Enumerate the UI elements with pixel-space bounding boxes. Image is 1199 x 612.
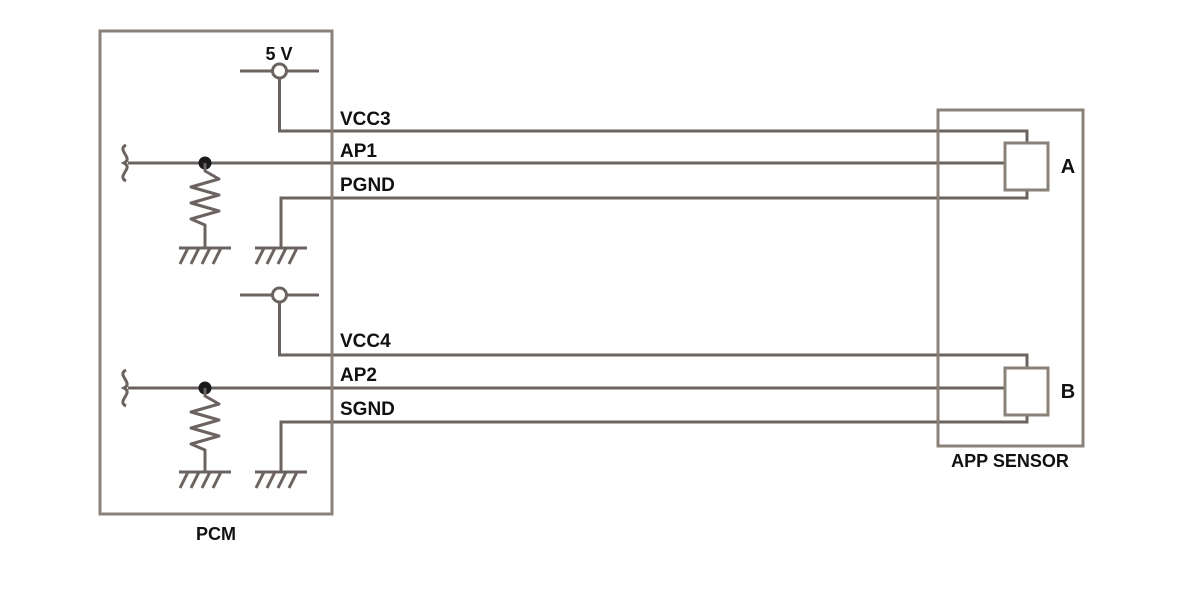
signal-label-sgnd: SGND (340, 399, 395, 420)
signal-label-pgnd: PGND (340, 175, 395, 196)
ground-symbol-1 (177, 246, 233, 266)
wire-sgnd (279, 414, 1029, 472)
pcm-block-label: PCM (196, 524, 236, 544)
supply-vcc4-node-circle (271, 286, 288, 304)
supply-5v-label: 5 V (265, 44, 292, 64)
supply-vcc4-terminal (240, 286, 319, 304)
ground-symbol-4 (253, 470, 309, 490)
wire-break-squiggle-ap1 (120, 143, 129, 183)
sensor-a-label: A (1061, 156, 1075, 178)
pcm-block-outline (98, 29, 334, 516)
sensor-element-a (1003, 141, 1050, 192)
supply-5v-terminal (240, 62, 319, 80)
ground-symbol-3 (177, 470, 233, 490)
pullup-resistor-2 (189, 386, 221, 460)
wire-vcc4 (278, 302, 1029, 368)
wire-break-squiggle-ap2 (120, 368, 129, 408)
app-sensor-block-label: APP SENSOR (951, 451, 1069, 471)
sensor-element-b (1003, 366, 1050, 417)
wire-vcc3 (278, 78, 1029, 143)
sensor-b-label: B (1061, 381, 1075, 403)
supply-5v-node-circle (271, 62, 288, 80)
signal-label-ap1: AP1 (340, 141, 377, 162)
signal-label-ap2: AP2 (340, 365, 377, 386)
signal-label-vcc3: VCC3 (340, 109, 391, 130)
ground-symbol-2 (253, 246, 309, 266)
pullup-resistor-1 (189, 161, 221, 235)
signal-label-vcc4: VCC4 (340, 331, 391, 352)
wire-pgnd (279, 190, 1029, 248)
